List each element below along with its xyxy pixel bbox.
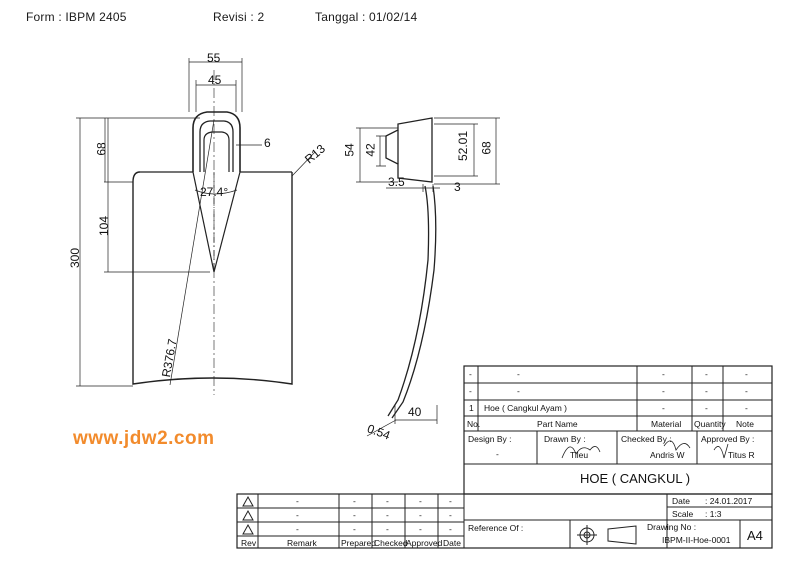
dim-300: 300 [68, 247, 83, 269]
part-list-table [463, 365, 773, 548]
rev-header-checked: Checked [374, 538, 408, 548]
pl-header-no: No. [467, 419, 481, 429]
pl-row1-part: - [517, 369, 520, 379]
scale-value: : 1:3 [705, 509, 722, 519]
approved-by-name: Titus R [728, 450, 755, 460]
rev-header-remark: Remark [287, 538, 317, 548]
pl-row3-part: Hoe ( Cangkul Ayam ) [484, 403, 567, 413]
pl-row1-mat: - [662, 369, 665, 379]
pl-row2-no: - [469, 386, 472, 396]
dim-40: 40 [408, 405, 422, 419]
pl-header-part: Part Name [537, 419, 578, 429]
drawing-no-value: IBPM-II-Hoe-0001 [662, 535, 731, 545]
dim-68-side: 68 [479, 141, 494, 155]
sheet-size: A4 [747, 528, 763, 543]
pl-row2-note: - [745, 386, 748, 396]
approved-by-label: Approved By : [701, 434, 755, 444]
design-by-value: - [496, 449, 499, 459]
scale-label: Scale [672, 509, 694, 519]
design-by-label: Design By : [468, 434, 512, 444]
rev-row1-prepared: - [353, 496, 356, 506]
header-date: Tanggal : 01/02/14 [315, 10, 418, 24]
pl-header-material: Material [651, 419, 682, 429]
dim-3-5: 3.5 [388, 175, 405, 189]
dim-6: 6 [264, 136, 271, 150]
form-number: Form : IBPM 2405 [26, 10, 127, 24]
hoe-front-view [132, 70, 293, 395]
front-dimensions [76, 58, 316, 387]
revision-number: Revisi : 2 [213, 10, 265, 24]
rev-row3-approved: - [419, 524, 422, 534]
dim-54: 54 [342, 143, 357, 157]
signatures [561, 440, 729, 459]
drawing-no-label: Drawing No : [647, 522, 697, 532]
dim-45: 45 [208, 73, 222, 87]
dim-52-01: 52.01 [456, 130, 471, 162]
rev-header-prepared: Prepared [341, 538, 376, 548]
pl-row1-no: - [469, 369, 472, 379]
hoe-side-view [385, 117, 437, 419]
checked-by-label: Checked By : [621, 434, 672, 444]
watermark-url: www.jdw2.com [73, 428, 215, 449]
pl-header-quantity: Quantity [694, 419, 726, 429]
rev-row1-remark: - [296, 496, 299, 506]
pl-row1-note: - [745, 369, 748, 379]
pl-row3-note: - [745, 403, 748, 413]
pl-row3-qty: - [705, 403, 708, 413]
dim-42: 42 [363, 143, 378, 157]
date-label: Date [672, 496, 690, 506]
rev-row1-checked: - [386, 496, 389, 506]
rev-header-rev: Rev [241, 538, 257, 548]
dim-angle: 27.4° [200, 185, 229, 199]
dim-55: 55 [207, 51, 221, 65]
rev-header-approved: Approved [406, 538, 443, 548]
pl-row2-mat: - [662, 386, 665, 396]
pl-header-note: Note [736, 419, 754, 429]
drawn-by-name: Tileu [570, 450, 589, 460]
drawn-by-label: Drawn By : [544, 434, 586, 444]
checked-by-name: Andris W [650, 450, 685, 460]
pl-row3-mat: - [662, 403, 665, 413]
rev-row3-date: - [449, 524, 452, 534]
dim-68: 68 [94, 142, 109, 156]
rev-row3-prepared: - [353, 524, 356, 534]
reference-label: Reference Of : [468, 523, 524, 533]
date-value: : 24.01.2017 [705, 496, 753, 506]
side-dimensions [356, 117, 500, 437]
drawing-title: HOE ( CANGKUL ) [580, 471, 691, 486]
pl-row2-qty: - [705, 386, 708, 396]
pl-row3-no: 1 [469, 403, 474, 413]
rev-row1-date: - [449, 496, 452, 506]
pl-row2-part: - [517, 386, 520, 396]
rev-row3-remark: - [296, 524, 299, 534]
title-block [236, 493, 773, 549]
rev-header-date: Date [443, 538, 461, 548]
rev-row1-approved: - [419, 496, 422, 506]
dim-3: 3 [454, 180, 461, 194]
rev-row2-remark: - [296, 510, 299, 520]
rev-row2-prepared: - [353, 510, 356, 520]
rev-row2-checked: - [386, 510, 389, 520]
dim-104: 104 [97, 215, 112, 237]
rev-row2-date: - [449, 510, 452, 520]
rev-row3-checked: - [386, 524, 389, 534]
rev-row2-approved: - [419, 510, 422, 520]
pl-row1-qty: - [705, 369, 708, 379]
